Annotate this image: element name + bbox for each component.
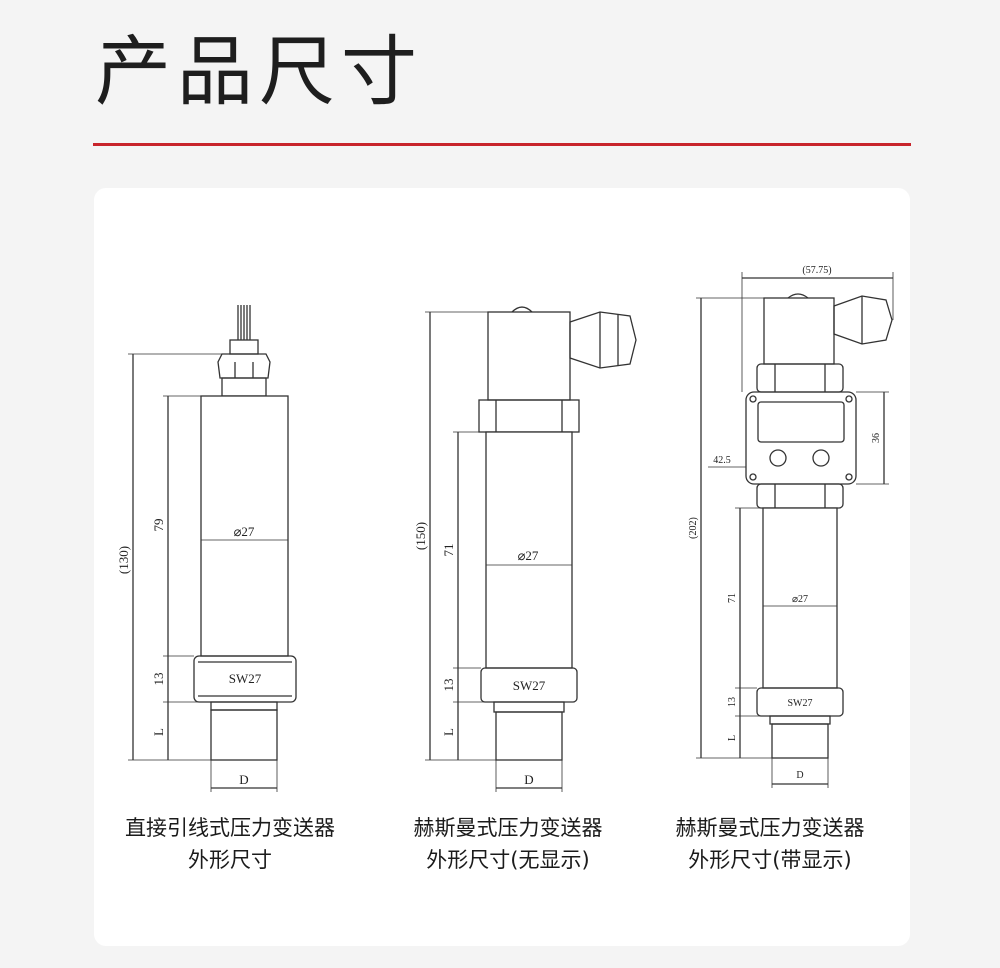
p1-dim-hex: 13 xyxy=(151,673,166,686)
p2-dim-thread: L xyxy=(441,728,456,736)
p3-dim-diameter: ⌀27 xyxy=(792,594,808,605)
p1-dim-total: (130) xyxy=(116,546,131,574)
p2-dim-hex: 13 xyxy=(441,679,456,692)
p3-dim-display-height: 36 xyxy=(871,433,882,443)
p1-dim-bottom: D xyxy=(239,772,248,787)
caption-line1: 赫斯曼式压力变送器 xyxy=(675,816,865,840)
caption-line1: 赫斯曼式压力变送器 xyxy=(413,816,603,840)
p3-dim-body: 71 xyxy=(727,593,738,603)
transmitter-hirschmann-drawing xyxy=(425,306,637,792)
p1-dim-diameter: ⌀27 xyxy=(234,524,255,539)
p1-dim-body: 79 xyxy=(151,519,166,532)
caption-line2: 外形尺寸(无显示) xyxy=(426,848,590,872)
caption-line1: 直接引线式压力变送器 xyxy=(125,816,335,840)
p3-dim-bottom: D xyxy=(796,770,803,781)
p3-dim-top-width: (57.75) xyxy=(802,265,831,276)
title-underline xyxy=(93,143,911,146)
caption-line2: 外形尺寸(带显示) xyxy=(688,848,852,872)
dimension-drawings: (130) 79 13 L ⌀27 SW27 D (150) 71 13 L ⌀… xyxy=(116,265,894,792)
p3-dim-wrench: SW27 xyxy=(788,698,813,709)
p3-dim-thread: L xyxy=(727,735,738,741)
p1-dim-thread: L xyxy=(151,728,166,736)
p2-dim-bottom: D xyxy=(524,772,533,787)
dimension-card: (130) 79 13 L ⌀27 SW27 D (150) 71 13 L ⌀… xyxy=(94,188,910,946)
page-title: 产品尺寸 xyxy=(95,27,423,116)
p3-dim-hex: 13 xyxy=(727,697,738,707)
product-caption-hirschmann: 赫斯曼式压力变送器 外形尺寸(无显示) xyxy=(363,812,653,876)
product-caption-cable: 直接引线式压力变送器 外形尺寸 xyxy=(85,812,375,876)
caption-line2: 外形尺寸 xyxy=(188,848,272,872)
product-caption-display: 赫斯曼式压力变送器 外形尺寸(带显示) xyxy=(625,812,915,876)
p2-dim-total: (150) xyxy=(413,522,428,550)
p3-dim-total: (202) xyxy=(688,517,699,539)
p2-dim-body: 71 xyxy=(441,544,456,557)
p3-dim-offset: 42.5 xyxy=(713,455,731,466)
transmitter-cable-drawing xyxy=(128,305,297,792)
p2-dim-diameter: ⌀27 xyxy=(518,548,539,563)
p2-dim-wrench: SW27 xyxy=(513,678,546,693)
transmitter-display-drawing xyxy=(696,272,894,788)
p1-dim-wrench: SW27 xyxy=(229,671,262,686)
